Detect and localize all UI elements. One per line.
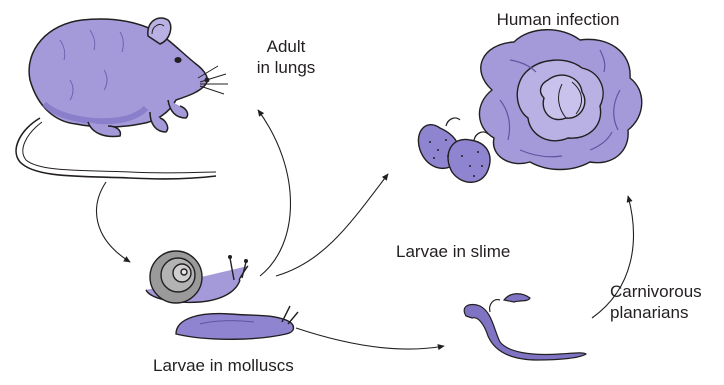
cabbage-icon [479,30,641,170]
label-larvae-in-slime: Larvae in slime [396,241,510,262]
label-adult-line1: Adult [246,36,326,57]
planarian-icon [464,294,586,360]
label-adult-line2: in lungs [246,57,326,78]
snail-icon [146,251,248,303]
rat-icon [16,18,228,179]
label-adult-in-lungs: Adult in lungs [246,36,326,78]
label-human-infection: Human infection [474,9,642,30]
arrow-molluscs-to-lungs [258,110,291,276]
arrow-molluscs-to-produce [276,174,388,276]
arrow-molluscs-to-planarians [296,328,444,349]
label-carnivorous-planarians: Carnivorous planarians [610,281,702,323]
label-larvae-in-molluscs: Larvae in molluscs [153,355,294,376]
label-carnivorous-line2: planarians [610,302,702,323]
strawberry-icon [418,118,490,182]
arrow-rat-to-molluscs [97,182,130,262]
slug-icon [176,306,298,339]
label-carnivorous-line1: Carnivorous [610,281,702,302]
